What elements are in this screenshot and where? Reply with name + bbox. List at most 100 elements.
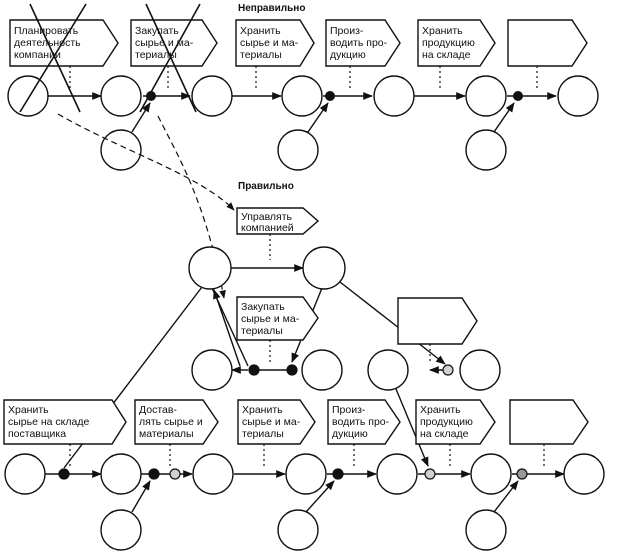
label-line: дукцию	[330, 49, 366, 61]
node	[465, 129, 507, 171]
bottom-junctions	[58, 468, 528, 480]
label-box-manage	[236, 207, 320, 235]
node	[277, 509, 319, 551]
node	[277, 129, 319, 171]
label-line: Произ-	[330, 25, 364, 37]
label-box-store-product	[417, 19, 496, 67]
node	[301, 349, 343, 391]
node	[100, 129, 142, 171]
junction-dot	[146, 91, 156, 101]
bottom-row	[45, 388, 565, 513]
label-line: Закупать	[241, 301, 285, 313]
node	[563, 453, 605, 495]
label-line: Хранить	[240, 25, 281, 37]
bottom-nodes	[4, 453, 605, 551]
node	[192, 453, 234, 495]
junction-dot	[325, 91, 335, 101]
junction-dot	[513, 91, 523, 101]
label-line: териалы	[242, 428, 284, 440]
node	[100, 509, 142, 551]
label-box-bot-produce	[327, 399, 401, 445]
label-line: сырье и ма-	[240, 37, 299, 49]
label-box-mid-empty	[397, 297, 478, 345]
label-box-store	[235, 19, 315, 67]
junction-dot	[424, 468, 436, 480]
label-box-buy	[130, 19, 218, 67]
label-line: водить про-	[330, 37, 388, 49]
label-line: на складе	[422, 49, 471, 61]
label-line: Хранить	[242, 404, 283, 416]
cross-out-marks	[19, 3, 201, 113]
label-box-bot-empty	[509, 399, 589, 445]
node	[373, 75, 415, 117]
label-line: Управлять	[241, 211, 293, 223]
node	[7, 75, 49, 117]
node	[191, 75, 233, 117]
label-box-empty	[507, 19, 588, 67]
node	[302, 246, 346, 290]
junction-dot	[58, 468, 70, 480]
node	[557, 75, 599, 117]
node	[100, 453, 142, 495]
label-box-supplier	[3, 399, 127, 445]
label-box-mid-buy	[236, 296, 319, 341]
node	[4, 453, 46, 495]
junction-dot	[332, 468, 344, 480]
node	[367, 349, 409, 391]
label-line: продукцию	[420, 416, 473, 428]
node	[459, 349, 501, 391]
label-line: Хранить	[8, 404, 49, 416]
heading-right: Правильно	[238, 181, 294, 192]
top-labels: Планировать деятельность компании Закупа…	[14, 25, 475, 61]
label-box-bot-store-product	[415, 399, 496, 445]
label-line: поставщика	[8, 428, 66, 440]
label-line: продукцию	[422, 37, 475, 49]
top-junctions	[146, 91, 523, 101]
node	[376, 453, 418, 495]
top-nodes	[7, 75, 599, 171]
junction-dot	[248, 364, 260, 376]
label-line: Планировать	[14, 25, 79, 37]
node	[100, 75, 142, 117]
middle-junctions	[248, 364, 454, 376]
label-line: Закупать	[135, 25, 179, 37]
label-line: сырье и ма-	[241, 313, 300, 325]
label-line: териалы	[135, 49, 177, 61]
label-line: материалы	[139, 428, 194, 440]
label-line: Произ-	[332, 404, 366, 416]
heading-wrong: Неправильно	[238, 3, 305, 14]
label-line: териалы	[240, 49, 282, 61]
node	[191, 349, 233, 391]
node	[285, 453, 327, 495]
label-line: водить про-	[332, 416, 390, 428]
label-line: сырье и ма-	[242, 416, 301, 428]
label-line: териалы	[241, 325, 283, 337]
label-line: компании	[14, 49, 61, 61]
label-line: лять сырье и	[139, 416, 203, 428]
junction-dot	[516, 468, 528, 480]
label-line: Хранить	[420, 404, 461, 416]
node	[281, 75, 323, 117]
label-box-deliver	[134, 399, 219, 445]
junction-dot	[169, 468, 181, 480]
node	[188, 246, 232, 290]
label-line: Достав-	[139, 404, 177, 416]
label-box-plan	[9, 19, 119, 67]
junction-dot	[148, 468, 160, 480]
bottom-labels: Хранить сырье на складе поставщика Доста…	[8, 404, 473, 440]
label-line: Хранить	[422, 25, 463, 37]
label-line: дукцию	[332, 428, 368, 440]
node	[465, 509, 507, 551]
node	[470, 453, 512, 495]
junction-dot	[442, 364, 454, 376]
label-line: сырье на складе	[8, 416, 89, 428]
node	[465, 75, 507, 117]
middle-nodes	[188, 246, 501, 391]
middle-labels: Управлять компанией Закупать сырье и ма-…	[241, 211, 300, 337]
label-box-bot-store	[237, 399, 316, 445]
label-line: на складе	[420, 428, 469, 440]
label-box-produce	[325, 19, 401, 67]
junction-dot	[286, 364, 298, 376]
label-line: компанией	[241, 222, 294, 234]
